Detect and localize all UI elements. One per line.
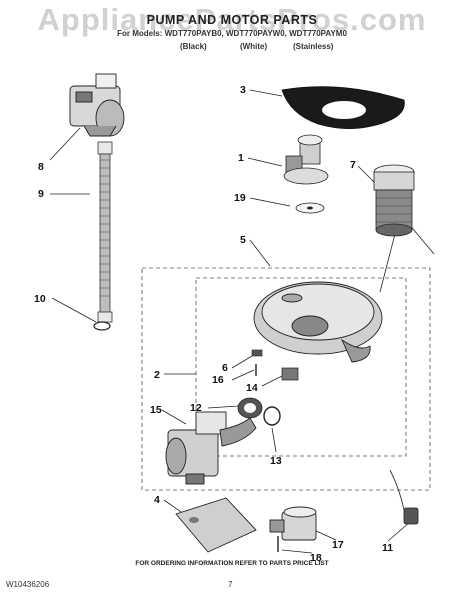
callout-13: 13	[270, 455, 282, 467]
outline-sump-assembly	[141, 267, 431, 491]
callout-6: 6	[222, 362, 228, 374]
callout-1: 1	[238, 152, 244, 164]
page-number: 7	[228, 580, 233, 589]
callout-4: 4	[154, 494, 160, 506]
variant-white: (White)	[240, 42, 268, 51]
callout-17: 17	[332, 539, 344, 551]
part-clamp	[93, 321, 111, 331]
callout-10: 10	[34, 293, 46, 305]
part-filter-seal-hole	[322, 101, 366, 119]
assembly-outlines	[141, 267, 431, 491]
callout-16: 16	[212, 374, 224, 386]
variant-black: (Black)	[180, 42, 207, 51]
callout-2: 2	[154, 369, 160, 381]
callout-14: 14	[246, 382, 258, 394]
variant-stainless: (Stainless)	[293, 42, 334, 51]
part-pump-motor	[165, 411, 257, 485]
part-chopper	[283, 134, 329, 185]
part-screw	[251, 349, 263, 357]
part-drain-pump	[269, 506, 317, 541]
callout-15: 15	[150, 404, 162, 416]
callout-18: 18	[310, 552, 322, 564]
part-connector	[281, 367, 299, 381]
part-hose	[97, 141, 113, 323]
leader-lines	[49, 89, 435, 554]
document-number: W10436206	[6, 580, 50, 589]
watermark: AppliancePartsPros.com	[37, 2, 427, 37]
callout-3: 3	[240, 84, 246, 96]
callout-9: 9	[38, 188, 44, 200]
part-bracket	[175, 497, 257, 553]
callout-12: 12	[190, 402, 202, 414]
callout-8: 8	[38, 161, 44, 173]
callout-19: 19	[234, 192, 246, 204]
part-hose-clamp	[263, 406, 281, 426]
outline-inner-assembly	[195, 277, 407, 457]
part-filter	[373, 164, 415, 237]
page-title: PUMP AND MOTOR PARTS	[146, 13, 318, 27]
part-motor-top	[69, 73, 125, 137]
ordering-info: FOR ORDERING INFORMATION REFER TO PARTS …	[135, 560, 329, 567]
callout-11: 11	[382, 542, 393, 554]
part-sump	[253, 281, 383, 363]
callouts: 3 1 19 5 7 8 9 10 2 6 16 14 12 15 13 4 1…	[34, 84, 393, 564]
part-wire-connector	[403, 507, 419, 525]
callout-5: 5	[240, 234, 246, 246]
callout-7: 7	[350, 159, 356, 171]
model-numbers: For Models: WDT770PAYB0, WDT770PAYW0, WD…	[117, 29, 347, 38]
